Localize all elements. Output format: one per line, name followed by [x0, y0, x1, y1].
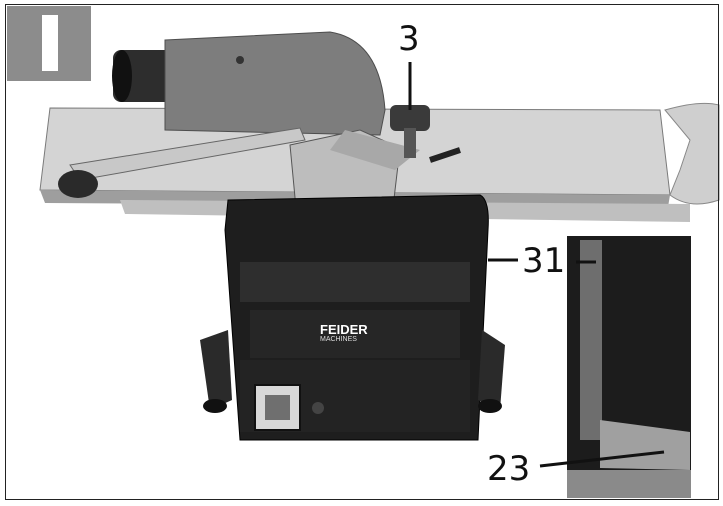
inset-scale [580, 240, 602, 440]
depth-knob [390, 105, 430, 131]
callout-3: 3 [398, 19, 420, 59]
lock-knob-left [58, 170, 98, 198]
base-left [200, 330, 232, 410]
cutter-hood [164, 31, 386, 136]
dust-port-opening [112, 50, 132, 102]
callout-31: 31 [522, 241, 566, 281]
fence-bracket [330, 130, 420, 170]
brand-name: FEIDER [320, 322, 368, 337]
photo-border [5, 4, 719, 500]
foot-right [478, 399, 502, 413]
figure-badge [7, 6, 91, 81]
callout-23-leader [539, 450, 665, 468]
brand-logo: FEIDER MACHINES [320, 322, 368, 348]
depth-spindle [404, 128, 416, 158]
inset-base [567, 470, 691, 498]
body-vents [240, 262, 470, 302]
base-right [478, 330, 505, 410]
handle [429, 147, 461, 163]
brand-sub: MACHINES [320, 336, 357, 343]
body-panel [250, 310, 460, 358]
foot-left [203, 399, 227, 413]
hood-screw [236, 56, 244, 64]
reset-button [312, 402, 324, 414]
callout-23: 23 [487, 449, 531, 489]
switch-button [265, 395, 290, 420]
figure-badge-letter [42, 15, 58, 71]
